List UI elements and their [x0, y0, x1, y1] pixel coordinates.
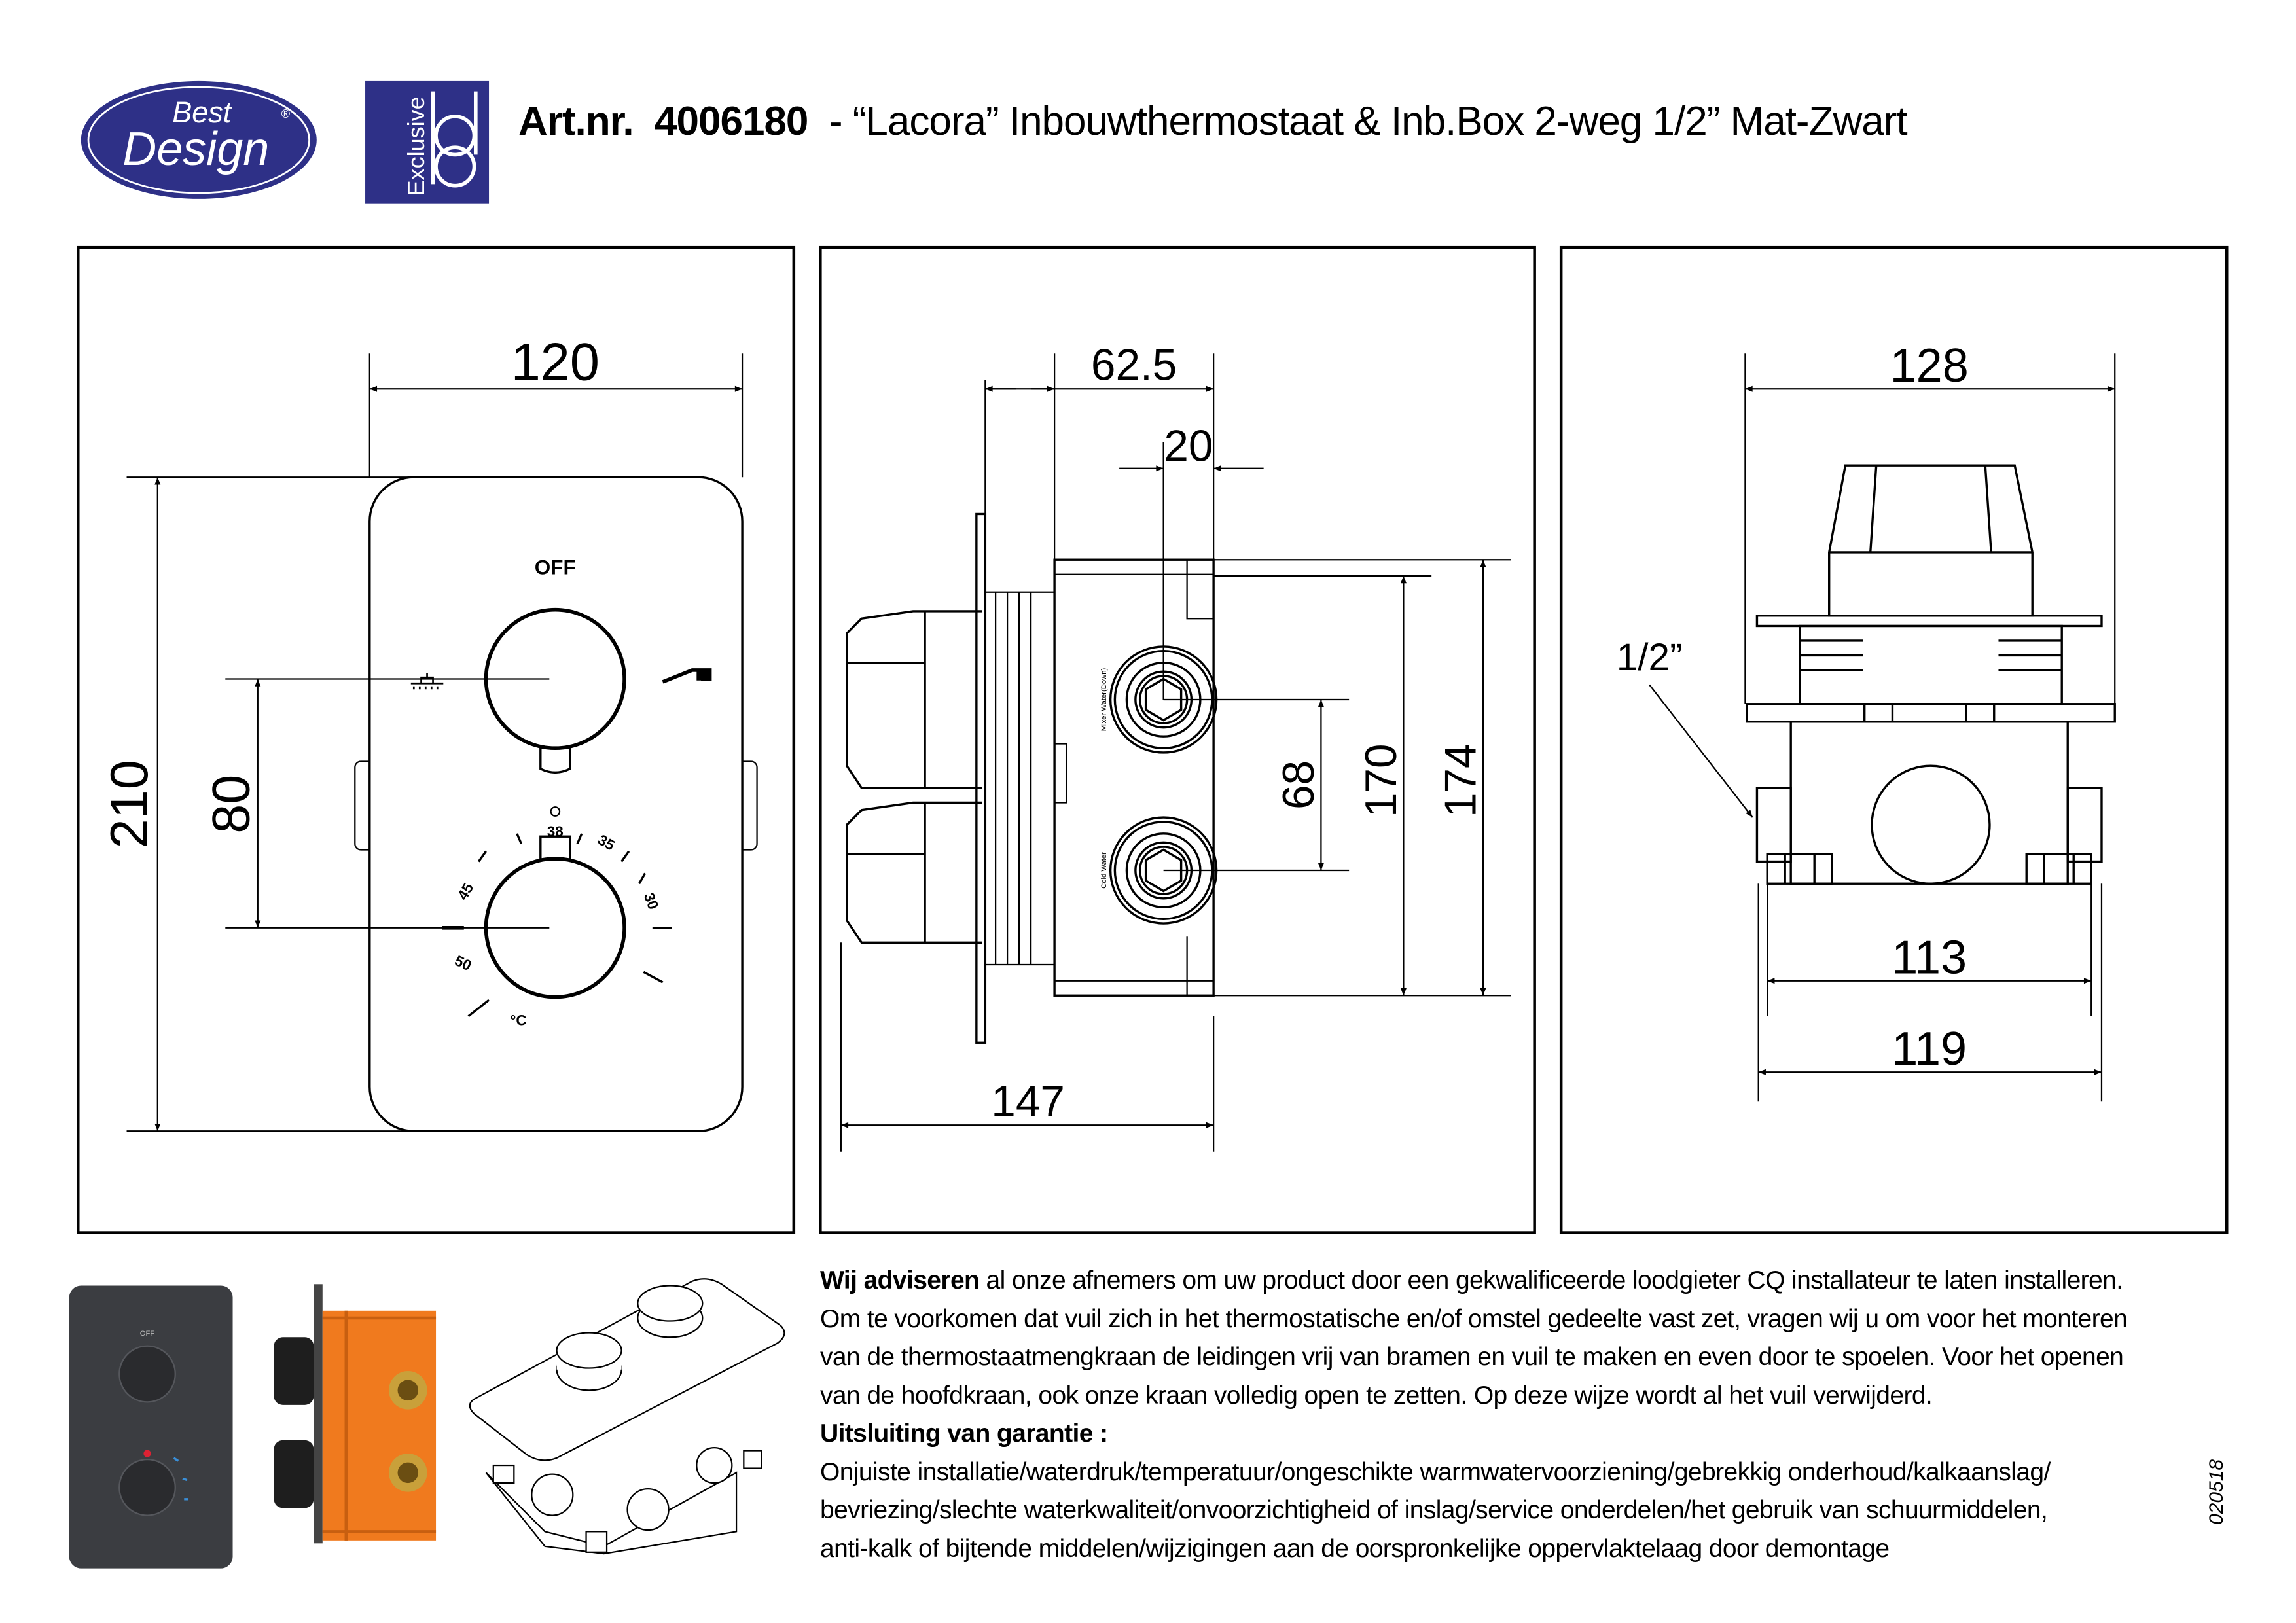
thread-size-label: 1/2” [1617, 636, 1683, 679]
scale-30: 30 [641, 891, 662, 912]
side-view-drawing [840, 353, 1511, 1152]
warranty-line-2: bevriezing/slechte waterkwaliteit/onvoor… [820, 1496, 2048, 1524]
label-cold-water: Cold Water [1100, 852, 1108, 889]
page-title: Art.nr. 4006180 - “Lacora” Inbouwthermos… [518, 98, 1908, 145]
dim-174: 174 [1437, 743, 1486, 817]
product-photo-faceplate: OFF [69, 1285, 233, 1569]
warranty-heading: Uitsluiting van garantie : [820, 1419, 1108, 1448]
advice-line-1: Wij adviseren al onze afnemers om uw pro… [820, 1262, 2127, 1300]
dim-170: 170 [1357, 743, 1406, 817]
side-view-labels: 62.5 20 68 170 174 147 Mixer Water(Down)… [991, 341, 1485, 1126]
shower-icon [410, 673, 444, 690]
dim-knob-spacing-80: 80 [202, 775, 260, 834]
scale-45: 45 [454, 880, 476, 902]
document-code: 020518 [2206, 1459, 2227, 1525]
photo-off-label: OFF [140, 1330, 155, 1338]
top-view-panel [1559, 245, 2229, 1234]
installation-notes: Wij adviseren al onze afnemers om uw pro… [820, 1262, 2128, 1568]
svg-text:Exclusive: Exclusive [403, 96, 429, 196]
scale-38: 38 [547, 823, 564, 840]
product-photo-isometric [469, 1278, 785, 1555]
temperature-scale-ticks [442, 833, 672, 1018]
advice-text-1: al onze afnemers om uw product door een … [979, 1266, 2124, 1294]
advice-line-4: van de hoofdkraan, ook onze kraan volled… [820, 1381, 1933, 1410]
dim-113: 113 [1892, 932, 1967, 984]
logo-text-best: Best [172, 96, 233, 129]
spout-icon [662, 668, 712, 684]
dim-height-210: 210 [100, 760, 159, 848]
dim-147: 147 [991, 1077, 1065, 1126]
label-mixer-water: Mixer Water(Down) [1100, 668, 1108, 732]
dim-20: 20 [1164, 421, 1213, 471]
dim-128: 128 [1890, 340, 1969, 392]
article-label: Art.nr. [518, 99, 634, 144]
product-description: - “Lacora” Inbouwthermostaat & Inb.Box 2… [818, 99, 1908, 144]
scale-unit-celsius: °C [510, 1012, 526, 1028]
product-photo-box [274, 1284, 437, 1544]
front-view-drawing [126, 353, 758, 1132]
scale-35: 35 [595, 831, 617, 853]
warranty-line-3: anti-kalk of bijtende middelen/wijziging… [820, 1534, 1890, 1563]
warranty-line-1: Onjuiste installatie/waterdruk/temperatu… [820, 1457, 2051, 1486]
svg-text:®: ® [281, 107, 290, 120]
best-design-logo: Best Design ® [81, 80, 317, 199]
advice-line-3: van de thermostaatmengkraan de leidingen… [820, 1343, 2124, 1371]
dim-68: 68 [1274, 760, 1323, 810]
dim-width-120: 120 [511, 333, 600, 392]
dim-119: 119 [1892, 1023, 1967, 1075]
advice-heading: Wij adviseren [820, 1266, 980, 1294]
top-view-labels: 128 113 119 1/2” [1617, 340, 1969, 1075]
logo-text-design: Design [122, 123, 269, 175]
side-view-panel [819, 245, 1536, 1234]
front-view-panel [77, 245, 796, 1234]
article-number: 4006180 [655, 99, 808, 144]
exclusive-bd-logo: Exclusive [365, 80, 490, 204]
scale-50: 50 [452, 952, 474, 974]
front-view-labels: 120 210 80 OFF 38 35 30 45 50 °C [100, 333, 712, 1028]
top-view-drawing [1649, 353, 2116, 1102]
advice-line-2: Om te voorkomen dat vuil zich in het the… [820, 1304, 2128, 1333]
off-label: OFF [535, 556, 576, 579]
dim-62-5: 62.5 [1091, 341, 1177, 390]
